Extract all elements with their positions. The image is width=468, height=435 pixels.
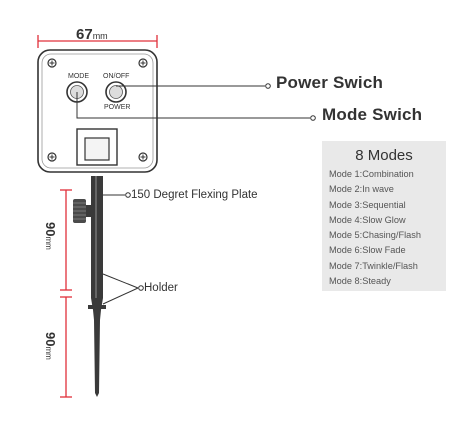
power-button[interactable] xyxy=(105,81,127,103)
mode-item: Mode 8:Steady xyxy=(329,276,391,287)
holder-leader xyxy=(102,273,144,305)
mode-switch-leader xyxy=(76,92,316,121)
mode-item: Mode 6:Slow Fade xyxy=(329,245,406,256)
mode-button-label: MODE xyxy=(68,73,89,80)
screw-icon xyxy=(47,58,57,68)
lower-length-dimension-line xyxy=(60,296,72,398)
mode-item: Mode 2:In wave xyxy=(329,184,394,195)
holder-label: Holder xyxy=(144,282,178,294)
width-dimension-line xyxy=(37,35,158,48)
controller-box xyxy=(37,49,158,173)
screw-icon xyxy=(138,152,148,162)
power-switch-leader xyxy=(116,83,271,89)
screw-icon xyxy=(138,58,148,68)
modes-list: Mode 1:Combination Mode 2:In wave Mode 3… xyxy=(329,167,421,289)
mode-item: Mode 3:Sequential xyxy=(329,199,406,210)
power-button-label: POWER xyxy=(104,104,131,111)
width-dimension-label: 67mm xyxy=(76,26,108,43)
modes-title: 8 Modes xyxy=(355,147,413,164)
upper-length-label: 90mm xyxy=(43,222,58,250)
cable-port xyxy=(76,128,118,166)
mode-item: Mode 1:Combination xyxy=(329,169,414,179)
flexing-plate-leader xyxy=(103,192,131,198)
power-switch-label: Power Swich xyxy=(276,73,384,92)
lower-length-label: 90mm xyxy=(43,332,58,360)
mode-switch-label: Mode Swich xyxy=(322,105,423,124)
mode-item: Mode 7:Twinkle/Flash xyxy=(329,260,418,271)
upper-length-dimension-line xyxy=(60,189,72,291)
mode-item: Mode 5:Chasing/Flash xyxy=(329,230,421,241)
screw-icon xyxy=(47,152,57,162)
flexing-plate-label: 150 Degret Flexing Plate xyxy=(131,189,258,201)
ground-stake xyxy=(88,176,106,397)
mode-item: Mode 4:Slow Glow xyxy=(329,214,406,225)
flexing-plate-knob xyxy=(73,199,91,223)
modes-panel: 8 Modes Mode 1:Combination Mode 2:In wav… xyxy=(322,141,446,291)
onoff-button-label: ON/OFF xyxy=(103,73,130,80)
